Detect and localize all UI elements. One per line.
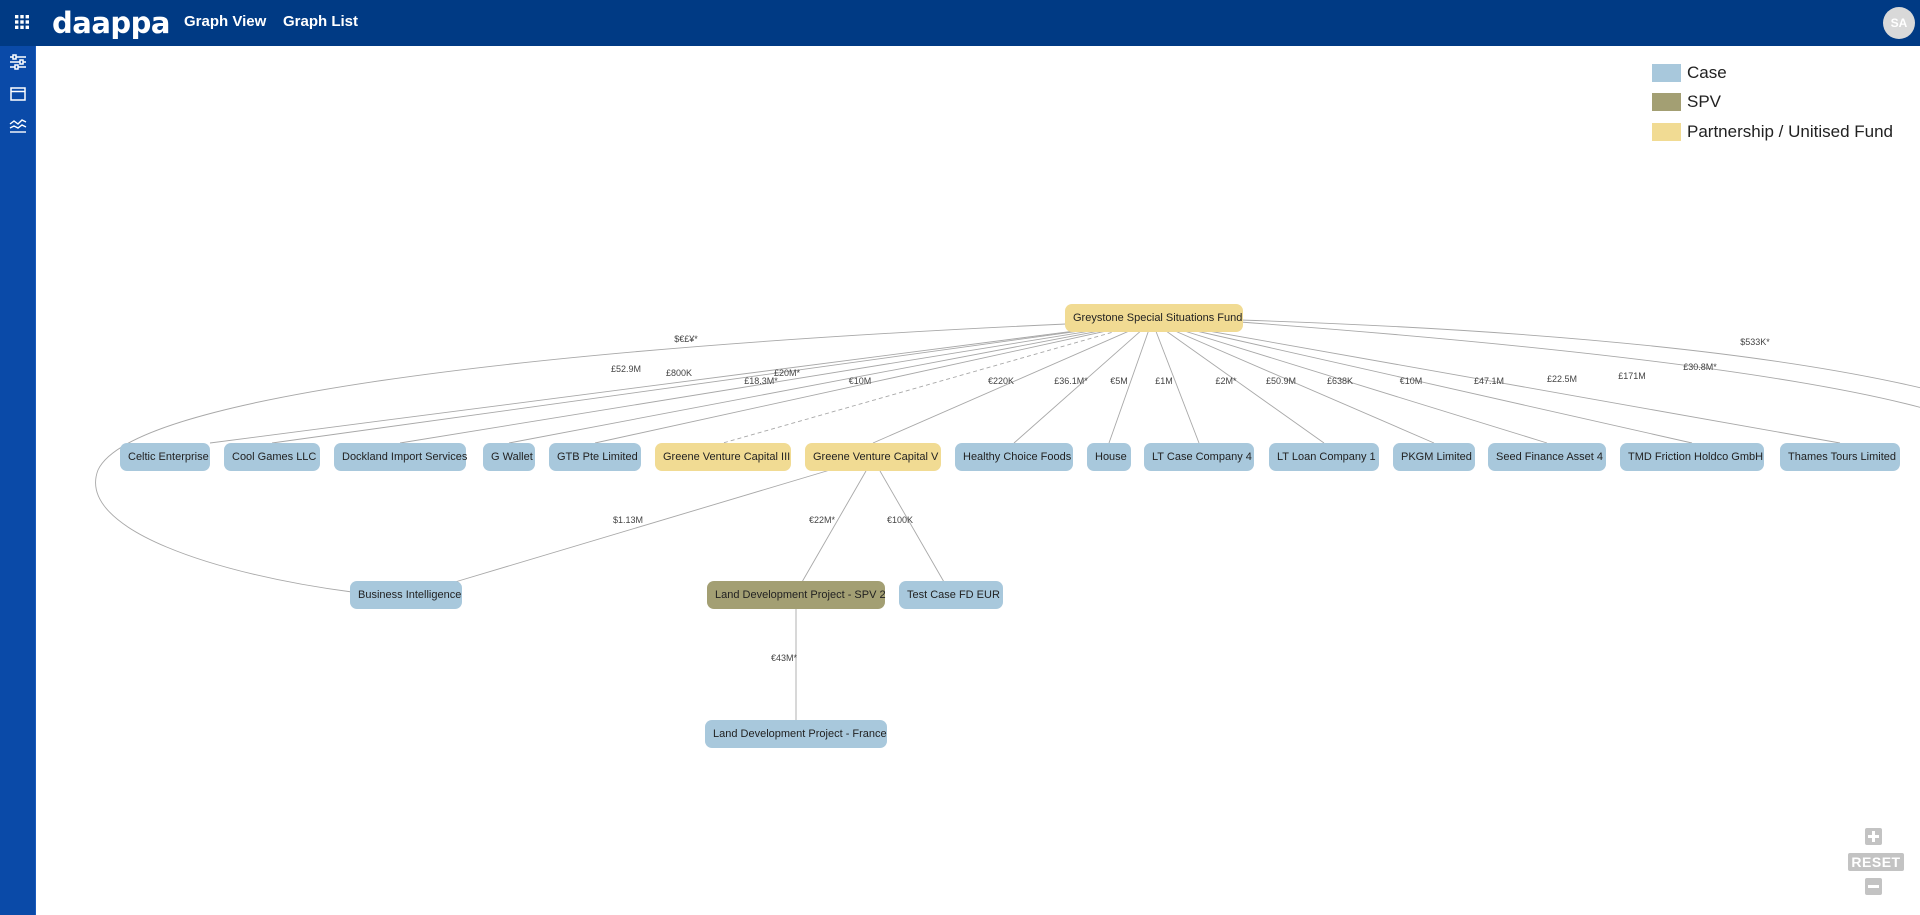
node-testcase[interactable]: Test Case FD EUR bbox=[899, 581, 1003, 609]
edge-gvc5-bi bbox=[454, 469, 831, 583]
apps-grid-icon[interactable] bbox=[14, 14, 30, 30]
nav-graph-view[interactable]: Graph View bbox=[184, 13, 267, 30]
edge-label: €10M bbox=[1400, 376, 1423, 386]
edge-label: £47.1M bbox=[1474, 376, 1504, 386]
edge-label: £36.1M* bbox=[1054, 376, 1088, 386]
node-gtb[interactable]: GTB Pte Limited bbox=[549, 443, 641, 471]
edge-greystone-gvc5 bbox=[872, 320, 1153, 444]
node-tmd[interactable]: TMD Friction Holdco GmbH bbox=[1620, 443, 1764, 471]
edge-label: €43M* bbox=[771, 653, 798, 663]
edge-label: £638K bbox=[1327, 376, 1353, 386]
edge-greystone-offscreen-1 bbox=[1239, 319, 1920, 389]
node-dockland[interactable]: Dockland Import Services bbox=[334, 443, 467, 471]
node-pkgm[interactable]: PKGM Limited bbox=[1393, 443, 1475, 471]
node-gwallet[interactable]: G Wallet bbox=[483, 443, 535, 471]
edge-greystone-ltl1 bbox=[1151, 320, 1325, 444]
edge-label: £800K bbox=[666, 368, 692, 378]
edge-label: €5M bbox=[1110, 376, 1128, 386]
chart-icon[interactable] bbox=[8, 116, 28, 136]
node-gvc5[interactable]: Greene Venture Capital V bbox=[805, 443, 941, 471]
edge-greystone-gwallet bbox=[508, 320, 1153, 444]
edge-greystone-gtb bbox=[594, 320, 1153, 444]
edge-label: £1M bbox=[1155, 376, 1173, 386]
edge-greystone-tmd bbox=[1151, 320, 1693, 444]
edge-label: £52.9M bbox=[611, 364, 641, 374]
user-avatar[interactable]: SA bbox=[1883, 7, 1915, 39]
edge-label: €10M bbox=[849, 376, 872, 386]
legend-label: Case bbox=[1687, 63, 1727, 82]
node-celtic[interactable]: Celtic Enterprise bbox=[120, 443, 210, 471]
edge-greystone-healthy bbox=[1013, 320, 1153, 444]
node-ldspv2[interactable]: Land Development Project - SPV 2 bbox=[707, 581, 886, 609]
node-bi[interactable]: Business Intelligence bbox=[350, 581, 462, 609]
node-greystone[interactable]: Greystone Special Situations Fund bbox=[1065, 304, 1243, 332]
edge-gvc5-testcase bbox=[879, 470, 945, 583]
edge-greystone-coolgames bbox=[271, 320, 1153, 444]
edge-label: £2M* bbox=[1215, 376, 1237, 386]
legend-item-fund: Partnership / Unitised Fund bbox=[1652, 121, 1912, 143]
nav-graph-list[interactable]: Graph List bbox=[283, 13, 359, 30]
daappa-logo[interactable]: daappa bbox=[52, 6, 170, 40]
edge-label: £18.3M* bbox=[744, 376, 778, 386]
legend-label: SPV bbox=[1687, 92, 1722, 111]
edge-greystone-dockland bbox=[399, 320, 1153, 444]
edge-gvc5-ldspv2 bbox=[801, 470, 867, 583]
edge-label: $1.13M bbox=[613, 515, 643, 525]
edge-label: $€£¥* bbox=[674, 334, 698, 344]
edge-greystone-offscreen-2 bbox=[1239, 321, 1920, 408]
node-thames[interactable]: Thames Tours Limited bbox=[1780, 443, 1900, 471]
node-coolgames[interactable]: Cool Games LLC bbox=[224, 443, 320, 471]
zoom-out-icon[interactable] bbox=[1865, 878, 1882, 895]
edge-greystone-gvc3 bbox=[722, 320, 1153, 444]
zoom-controls: RESET bbox=[1848, 828, 1904, 898]
sidebar bbox=[0, 46, 36, 915]
sliders-icon[interactable] bbox=[8, 52, 28, 72]
legend-item-case: Case bbox=[1652, 62, 1912, 84]
legend-item-spv: SPV bbox=[1652, 91, 1912, 113]
node-healthy[interactable]: Healthy Choice Foods bbox=[955, 443, 1073, 471]
edge-greystone-bi bbox=[95, 323, 1067, 593]
zoom-in-icon[interactable] bbox=[1865, 828, 1882, 845]
edge-greystone-celtic bbox=[209, 320, 1153, 444]
edge-label: €220K bbox=[988, 376, 1014, 386]
edge-label: $533K* bbox=[1740, 337, 1770, 347]
edge-greystone-thames bbox=[1151, 320, 1841, 444]
window-icon[interactable] bbox=[8, 84, 28, 104]
edge-label: £20M* bbox=[774, 368, 801, 378]
node-ldfrance[interactable]: Land Development Project - France bbox=[705, 720, 887, 748]
edge-greystone-house bbox=[1108, 320, 1153, 444]
legend-swatch bbox=[1652, 123, 1681, 141]
node-ltl1[interactable]: LT Loan Company 1 bbox=[1269, 443, 1379, 471]
legend-swatch bbox=[1652, 93, 1681, 111]
zoom-reset-button[interactable]: RESET bbox=[1848, 853, 1904, 871]
node-ltc4[interactable]: LT Case Company 4 bbox=[1144, 443, 1254, 471]
edge-label: £50.9M bbox=[1266, 376, 1296, 386]
edge-label: £30.8M* bbox=[1683, 362, 1717, 372]
edge-label: €100K bbox=[887, 515, 913, 525]
edge-label: £171M bbox=[1618, 371, 1646, 381]
top-bar: daappa Graph View Graph List SA bbox=[0, 0, 1920, 46]
node-gvc3[interactable]: Greene Venture Capital III bbox=[655, 443, 791, 471]
legend-swatch bbox=[1652, 64, 1681, 82]
edge-greystone-seed bbox=[1151, 320, 1548, 444]
legend-label: Partnership / Unitised Fund bbox=[1687, 122, 1893, 141]
edge-label: €22M* bbox=[809, 515, 836, 525]
graph-canvas[interactable]: $€£¥* £52.9M £800K £20M*£18.3M* €10M €220K £36… bbox=[36, 46, 1920, 915]
edge-greystone-ltc4 bbox=[1151, 320, 1200, 444]
edge-label: £22.5M bbox=[1547, 374, 1577, 384]
graph-edges: $€£¥* £52.9M £800K £20M*£18.3M* €10M €220K £36… bbox=[95, 319, 1920, 720]
node-seed[interactable]: Seed Finance Asset 4 bbox=[1488, 443, 1606, 471]
edge-greystone-pkgm bbox=[1151, 320, 1435, 444]
node-house[interactable]: House bbox=[1087, 443, 1131, 471]
